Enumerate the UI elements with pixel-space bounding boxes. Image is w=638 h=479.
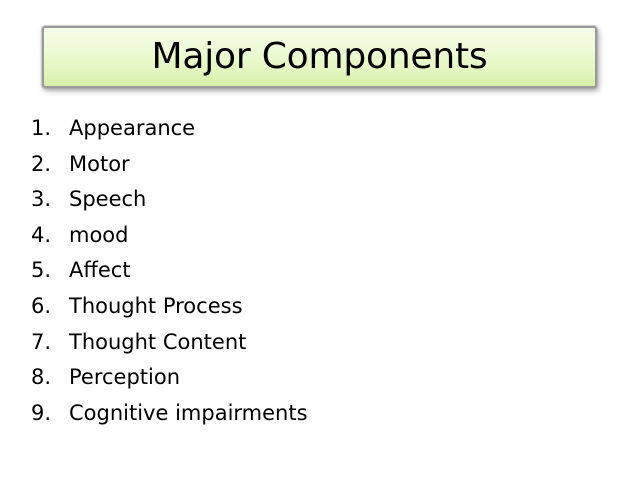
list-item: 4. mood	[0, 218, 638, 254]
list-item-label: Affect	[69, 258, 131, 283]
list-item-label: Appearance	[69, 116, 196, 140]
list-item-label: Thought Content	[69, 329, 247, 354]
list-item-label: Motor	[69, 151, 130, 176]
list-item: 2. Motor	[0, 147, 638, 183]
list-item: 5. Affect	[0, 253, 638, 289]
list-item-number: 9.	[31, 400, 52, 425]
list-item: 6. Thought Process	[0, 289, 638, 325]
page-title: Major Components	[151, 36, 488, 77]
list-item-label: mood	[69, 222, 129, 247]
list-item-number: 7.	[31, 329, 52, 354]
list-item-number: 1.	[31, 116, 52, 140]
list-item: 1. Appearance	[0, 111, 638, 147]
list-item-number: 4.	[31, 222, 52, 247]
list-item: 8. Perception	[0, 360, 638, 396]
list-item-number: 2.	[31, 151, 52, 176]
major-components-list: 1. Appearance 2. Motor 3. Speech 4. mood…	[0, 111, 638, 431]
list-item-number: 5.	[31, 258, 52, 283]
title-box: Major Components	[42, 26, 597, 88]
list-item-label: Speech	[69, 187, 147, 212]
list-item-number: 6.	[31, 293, 52, 318]
list-item: 9. Cognitive impairments	[0, 396, 638, 432]
list-item-label: Thought Process	[69, 293, 243, 318]
list-item-number: 3.	[31, 187, 52, 212]
list-item-number: 8.	[31, 365, 52, 390]
list-item: 7. Thought Content	[0, 325, 638, 361]
list-item-label: Cognitive impairments	[69, 400, 308, 425]
list-item: 3. Speech	[0, 182, 638, 218]
list-item-label: Perception	[69, 365, 181, 390]
